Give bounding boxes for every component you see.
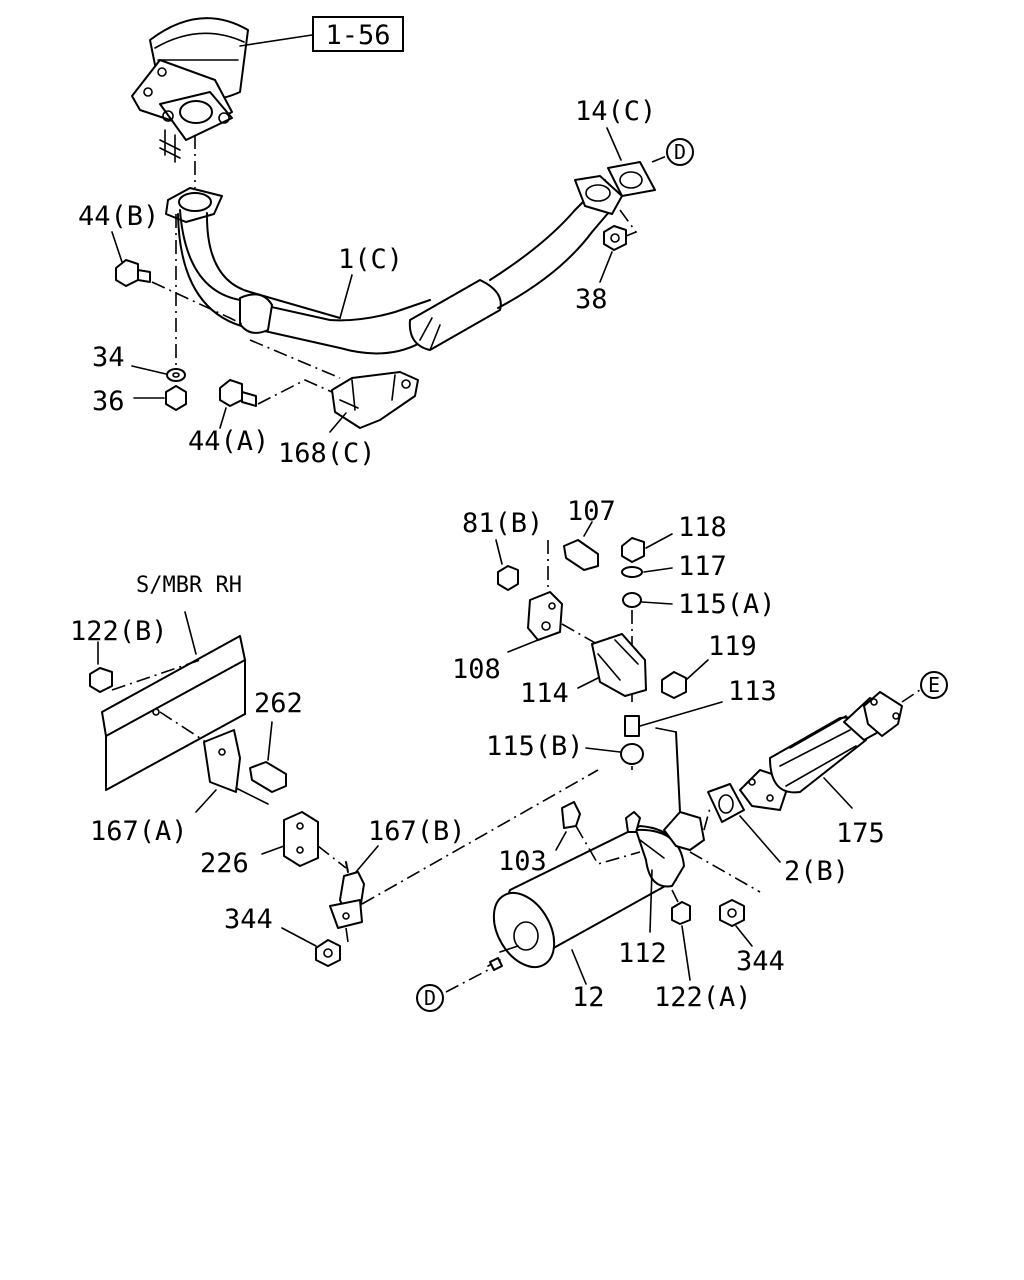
bushing-115b: 115(B) <box>486 731 644 765</box>
connector-d-top: D <box>666 138 694 166</box>
label-344r: 344 <box>736 946 785 977</box>
leader-d-top <box>651 155 668 163</box>
label-119: 119 <box>708 631 757 662</box>
washer-34: 34 <box>92 342 186 382</box>
label-117: 117 <box>678 551 727 582</box>
nut-36: 36 <box>92 385 187 417</box>
leader-frame <box>159 711 207 743</box>
gasket-14c: 14(C) <box>575 96 656 197</box>
frame-label: S/MBR RH <box>136 573 242 598</box>
leader-167b <box>361 769 599 905</box>
bracket-168c: 168(C) <box>278 371 419 469</box>
nut-38: 38 <box>575 209 638 315</box>
bolt-44a: 44(A) <box>188 379 269 457</box>
spacer-113: 113 <box>624 676 777 737</box>
leader-hanger <box>249 339 341 379</box>
leader-122a <box>671 889 679 903</box>
connector-e: E <box>920 671 948 699</box>
gasket-2b: 2(B) <box>707 783 849 887</box>
label-112-group: 112 <box>618 869 667 969</box>
tail-tip <box>487 957 503 971</box>
label-115a: 115(A) <box>678 589 776 620</box>
catalyst-175: 175 <box>739 691 903 849</box>
label-34: 34 <box>92 342 125 373</box>
label-44b: 44(B) <box>78 201 159 232</box>
bolt-44b: 44(B) <box>78 201 159 287</box>
label-175: 175 <box>836 818 885 849</box>
label-113: 113 <box>728 676 777 707</box>
svg-text:D: D <box>674 140 686 164</box>
nut-344-right: 344 <box>719 899 785 977</box>
leader-e <box>901 689 921 703</box>
leader-108 <box>561 623 605 649</box>
label-167a: 167(A) <box>90 816 188 847</box>
tailpipe-inlet <box>625 727 705 851</box>
leader-226 <box>317 845 347 869</box>
hanger-167b: 167(B) <box>329 816 466 929</box>
bushing-115a: 115(A) <box>622 589 776 620</box>
reference-box: 1-56 <box>239 16 404 52</box>
label-167b: 167(B) <box>368 816 466 847</box>
label-115b: 115(B) <box>486 731 584 762</box>
nut-122b: 122(B) <box>70 616 168 693</box>
label-344l: 344 <box>224 904 273 935</box>
label-226: 226 <box>200 848 249 879</box>
nut-344-left: 344 <box>224 904 341 967</box>
label-107: 107 <box>567 496 616 527</box>
label-38: 38 <box>575 284 608 315</box>
silencer-12: 12 <box>492 825 685 1013</box>
label-12: 12 <box>572 982 605 1013</box>
svg-text:D: D <box>424 986 436 1010</box>
bolt-103: 103 <box>498 801 581 877</box>
leader-44a <box>257 379 333 405</box>
label-122a: 122(A) <box>654 982 752 1013</box>
connector-d-bottom: D <box>416 984 444 1012</box>
nut-81b: 81(B) <box>462 508 543 591</box>
label-81b: 81(B) <box>462 508 543 539</box>
washer-117: 117 <box>621 551 727 582</box>
bracket-167a: 167(A) <box>90 729 269 847</box>
label-114: 114 <box>520 678 569 709</box>
label-103: 103 <box>498 846 547 877</box>
label-112: 112 <box>618 938 667 969</box>
label-36: 36 <box>92 386 125 417</box>
reference-box-label: 1-56 <box>325 20 390 51</box>
leader-122b <box>111 659 201 691</box>
label-2b: 2(B) <box>784 856 849 887</box>
manifold-converter <box>131 17 249 163</box>
label-118: 118 <box>678 512 727 543</box>
leader-344l <box>345 927 349 943</box>
svg-text:E: E <box>928 673 940 697</box>
bolt-262: 262 <box>249 688 303 793</box>
leader-2b <box>703 807 711 831</box>
leader-44b <box>151 281 243 325</box>
bracket-114: 114 <box>520 633 647 709</box>
bolt-107: 107 <box>563 496 616 571</box>
bracket-108: 108 <box>452 591 563 685</box>
label-262: 262 <box>254 688 303 719</box>
side-member-rh: S/MBR RH <box>101 573 246 791</box>
nut-122a: 122(A) <box>654 901 752 1013</box>
rubber-226: 226 <box>200 811 319 879</box>
label-108: 108 <box>452 654 501 685</box>
label-14c: 14(C) <box>575 96 656 127</box>
nut-118: 118 <box>621 512 727 563</box>
label-1c: 1(C) <box>338 244 403 275</box>
leader-344r <box>689 851 761 893</box>
label-44a: 44(A) <box>188 426 269 457</box>
label-122b: 122(B) <box>70 616 168 647</box>
nut-119: 119 <box>661 631 757 699</box>
leader-d-bottom <box>445 969 489 993</box>
front-pipe <box>165 175 623 355</box>
leader-1c <box>339 274 353 319</box>
label-168c: 168(C) <box>278 438 376 469</box>
